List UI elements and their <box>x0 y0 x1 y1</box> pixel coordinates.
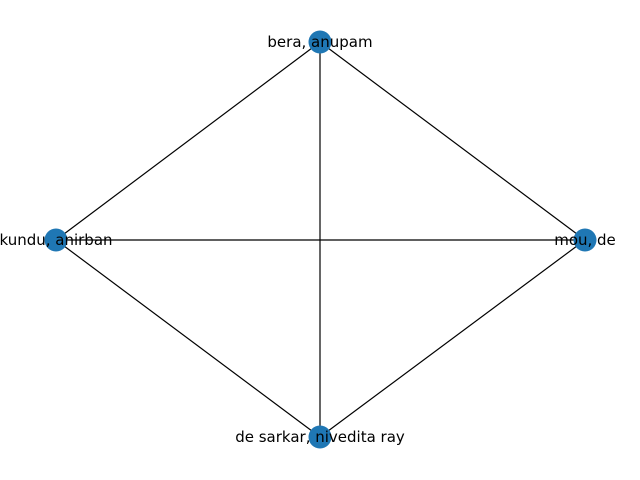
node-bera <box>308 30 332 54</box>
edge-kundu-desarkar <box>55 239 321 438</box>
graph-labels: bera, anupam kundu, anirban mou, de de sark… <box>0 33 616 446</box>
node-desarkar <box>308 425 332 449</box>
edge-bera-kundu <box>55 41 321 241</box>
node-label-mou: mou, de <box>554 231 616 249</box>
edge-bera-mou <box>319 41 586 241</box>
node-label-bera: bera, anupam <box>267 33 372 51</box>
graph-edges <box>55 41 586 438</box>
graph-nodes <box>44 30 597 449</box>
node-kundu <box>44 228 68 252</box>
node-mou <box>573 228 597 252</box>
edge-mou-desarkar <box>319 239 586 438</box>
node-label-kundu: kundu, anirban <box>0 231 113 249</box>
node-label-desarkar: de sarkar, nivedita ray <box>235 428 405 446</box>
